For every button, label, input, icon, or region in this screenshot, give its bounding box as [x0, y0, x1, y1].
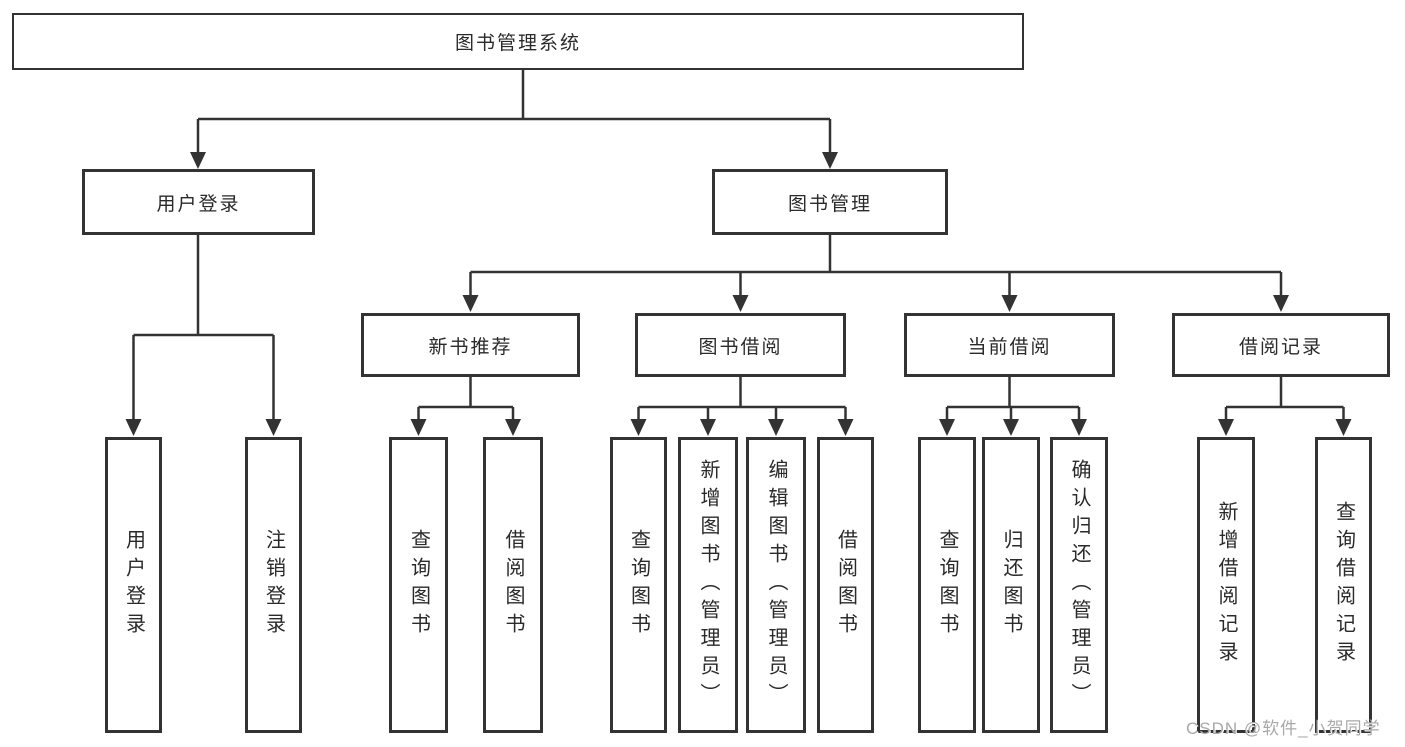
connector-borrowing-records-to-children: [1224, 377, 1345, 420]
connector-current-borrowing-to-children: [945, 377, 1081, 420]
connector-user-login-to-children: [132, 235, 275, 420]
connector-new-book-to-children: [417, 377, 515, 420]
node-book-borrowing: 图书借阅: [635, 313, 846, 377]
leaf-borrow-books-recommend: 借阅图书: [483, 437, 543, 733]
leaf-edit-book-admin: 编辑图书（管理员）: [746, 437, 806, 733]
node-current-borrowing: 当前借阅: [904, 313, 1115, 377]
connector-line-group: [132, 70, 1345, 420]
csdn-watermark: CSDN @软件_小贺同学: [1186, 719, 1381, 738]
connector-book-management-to-level3: [469, 235, 1283, 296]
connector-root-to-level2: [196, 70, 832, 153]
leaf-query-books-recommend: 查询图书: [389, 437, 448, 733]
leaf-query-books-current: 查询图书: [918, 437, 976, 733]
node-borrowing-records: 借阅记录: [1172, 313, 1390, 377]
node-new-book-recommendation: 新书推荐: [361, 313, 580, 377]
leaf-add-borrow-record: 新增借阅记录: [1197, 437, 1255, 733]
leaf-confirm-return-admin: 确认归还（管理员）: [1050, 437, 1108, 733]
node-book-management: 图书管理: [712, 169, 948, 235]
connector-book-borrowing-to-children: [637, 377, 847, 420]
leaf-return-books: 归还图书: [982, 437, 1040, 733]
node-user-login: 用户登录: [82, 169, 315, 235]
leaf-user-login: 用户登录: [105, 437, 162, 733]
node-library-management-system: 图书管理系统: [12, 13, 1024, 70]
leaf-query-books-borrowing: 查询图书: [610, 437, 667, 733]
leaf-add-book-admin: 新增图书（管理员）: [678, 437, 738, 733]
leaf-logout: 注销登录: [245, 437, 302, 733]
leaf-borrow-books-borrowing: 借阅图书: [817, 437, 874, 733]
leaf-query-borrow-record: 查询借阅记录: [1315, 437, 1372, 733]
